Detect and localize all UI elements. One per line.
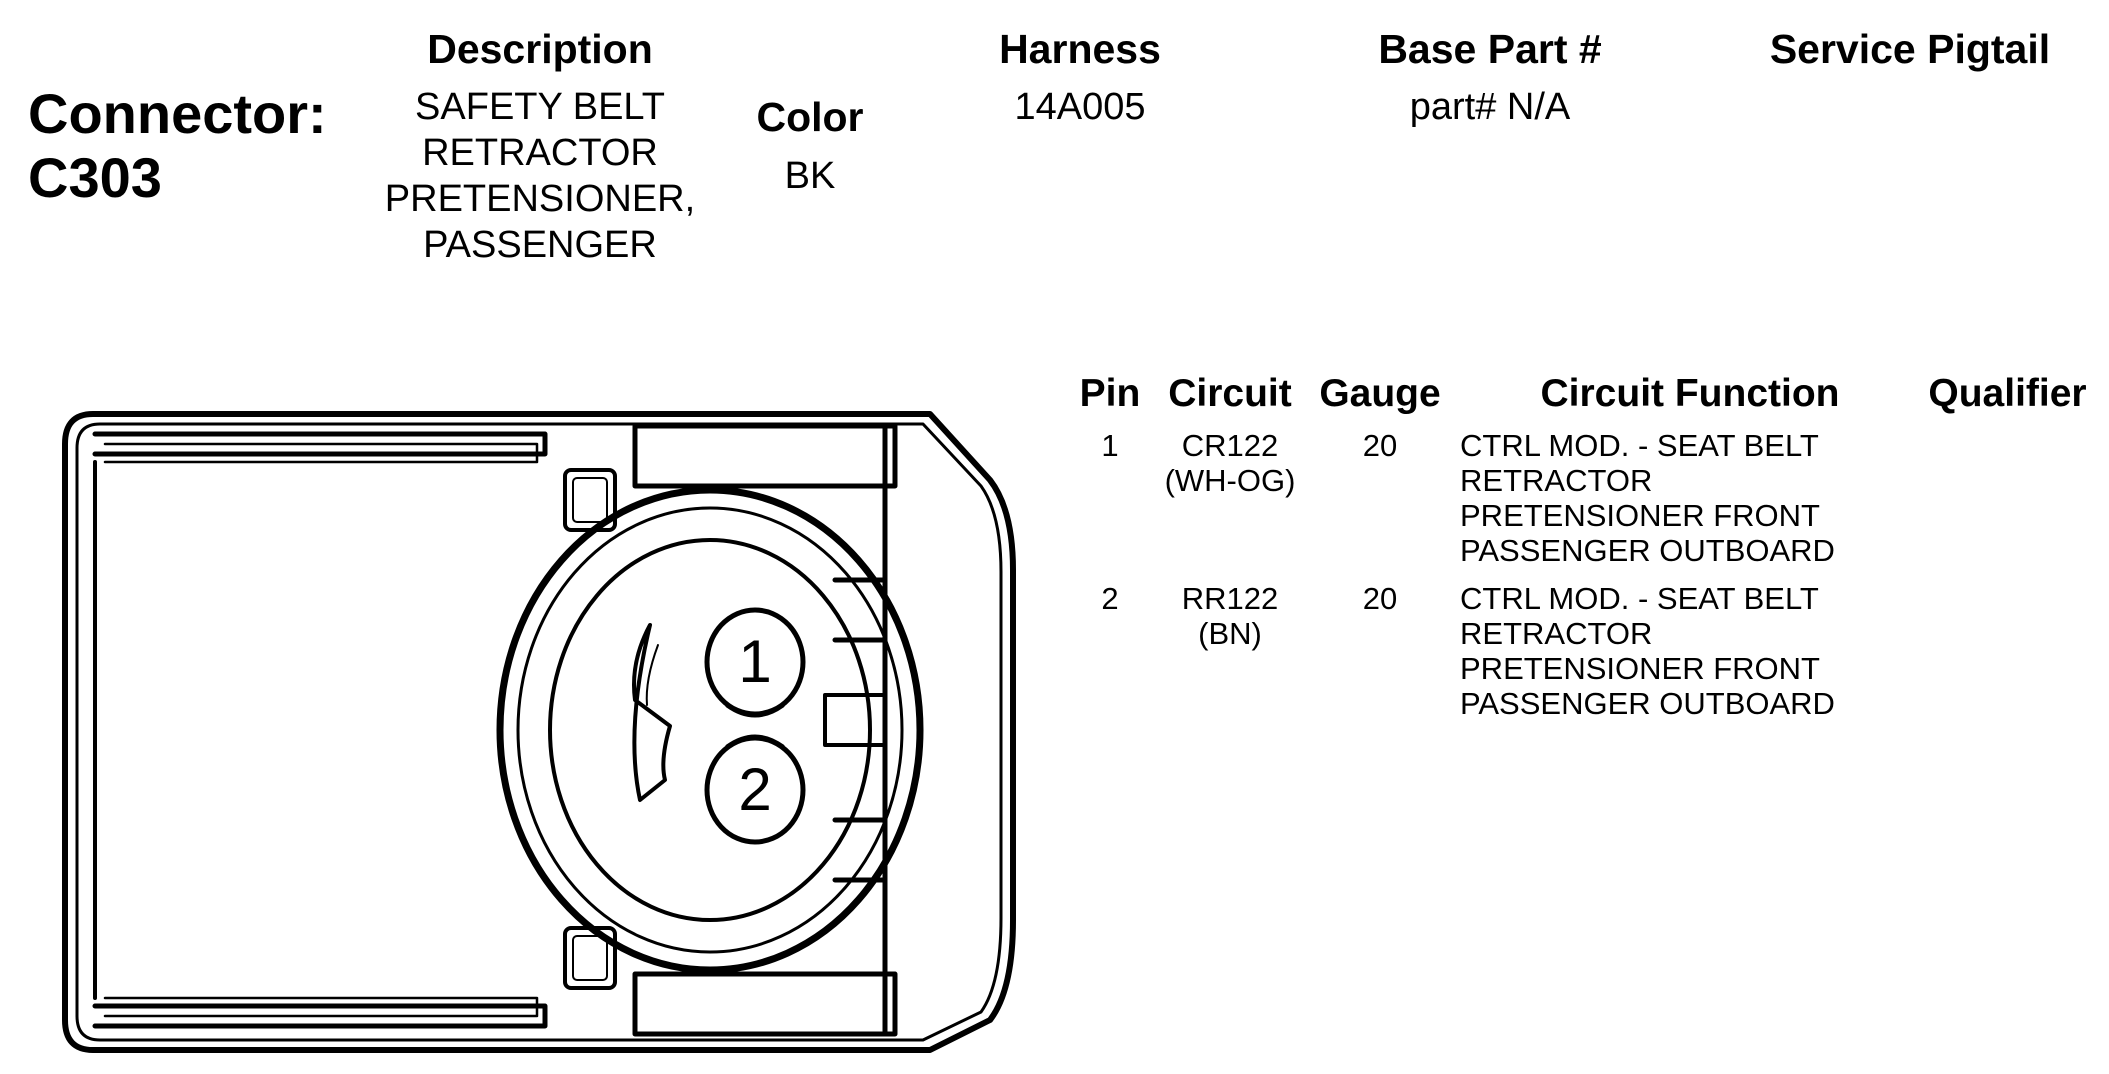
side-frame — [832, 817, 888, 883]
description-line: SAFETY BELT — [415, 86, 665, 128]
description-header: Description — [427, 26, 653, 72]
connector-label: Connector: — [28, 82, 327, 145]
description-line: PASSENGER — [423, 224, 657, 266]
function-line: PRETENSIONER FRONT — [1460, 651, 1820, 686]
keying-notch-inner — [645, 644, 659, 706]
harness-value: 14A005 — [1014, 86, 1146, 128]
side-frame — [832, 577, 888, 643]
base-part-value: part# N/A — [1409, 86, 1571, 128]
function-line: PRETENSIONER FRONT — [1460, 498, 1820, 533]
qualifier-column-header: Qualifier — [1928, 372, 2087, 415]
housing-inner-outline — [75, 422, 1003, 1042]
corner-tab — [572, 935, 608, 981]
side-slot — [823, 693, 887, 747]
pin-cavity-2 — [704, 735, 806, 845]
pin-number: 2 — [1101, 581, 1119, 616]
latch-rail-bottom-inner — [103, 996, 539, 1018]
function-line: RETRACTOR — [1460, 463, 1653, 498]
pin-number: 1 — [1101, 428, 1119, 463]
mating-face-outer — [496, 486, 924, 974]
circuit-id: CR122 — [1181, 428, 1279, 463]
function-line: CTRL MOD. - SEAT BELT — [1460, 428, 1819, 463]
connector-face-diagram: 1 2 — [62, 411, 1016, 1053]
color-value: BK — [784, 155, 836, 197]
gauge-cell: 20 — [1362, 581, 1398, 616]
function-line: PASSENGER OUTBOARD — [1460, 533, 1835, 568]
function-line: RETRACTOR — [1460, 616, 1653, 651]
description-value: SAFETY BELT RETRACTOR PRETENSIONER, PASS… — [330, 84, 750, 268]
connector-title: Connector: C303 — [28, 82, 327, 210]
keying-notch — [632, 623, 672, 802]
circuit-function-cell: CTRL MOD. - SEAT BELT RETRACTOR PRETENSI… — [1460, 428, 1900, 568]
wire-color: (WH-OG) — [1164, 463, 1296, 498]
mating-face-ring — [516, 506, 904, 954]
housing-outline — [62, 411, 1016, 1053]
corner-tab — [572, 477, 608, 523]
key-slot — [632, 423, 898, 489]
base-part-header: Base Part # — [1378, 26, 1602, 72]
service-pigtail-header: Service Pigtail — [1769, 26, 2051, 72]
wire-color: (BN) — [1198, 616, 1262, 651]
pin-bridge — [725, 704, 785, 748]
latch-rail-top-inner — [103, 442, 539, 464]
circuit-function-column-header: Circuit Function — [1540, 372, 1840, 415]
circuit-cell: RR122 (BN) — [1150, 581, 1310, 651]
pin-column-header: Pin — [1079, 372, 1141, 415]
pin-label: 2 — [738, 756, 771, 823]
gauge-column-header: Gauge — [1319, 372, 1441, 415]
gauge-cell: 20 — [1362, 428, 1398, 463]
color-header: Color — [756, 94, 864, 140]
circuit-id: RR122 — [1181, 581, 1279, 616]
function-line: PASSENGER OUTBOARD — [1460, 686, 1835, 721]
latch-rail-top — [92, 431, 548, 457]
pin-label: 1 — [738, 628, 771, 695]
description-line: RETRACTOR — [422, 132, 658, 174]
latch-rail-bottom — [92, 1003, 548, 1029]
pin-cavity-1 — [704, 607, 806, 717]
circuit-function-cell: CTRL MOD. - SEAT BELT RETRACTOR PRETENSI… — [1460, 581, 1900, 721]
circuit-column-header: Circuit — [1168, 372, 1292, 415]
key-slot — [632, 971, 898, 1037]
circuit-cell: CR122 (WH-OG) — [1150, 428, 1310, 498]
mating-face-inner — [548, 538, 872, 922]
function-line: CTRL MOD. - SEAT BELT — [1460, 581, 1819, 616]
harness-header: Harness — [999, 26, 1161, 72]
description-line: PRETENSIONER, — [384, 178, 696, 220]
connector-id: C303 — [28, 146, 162, 209]
